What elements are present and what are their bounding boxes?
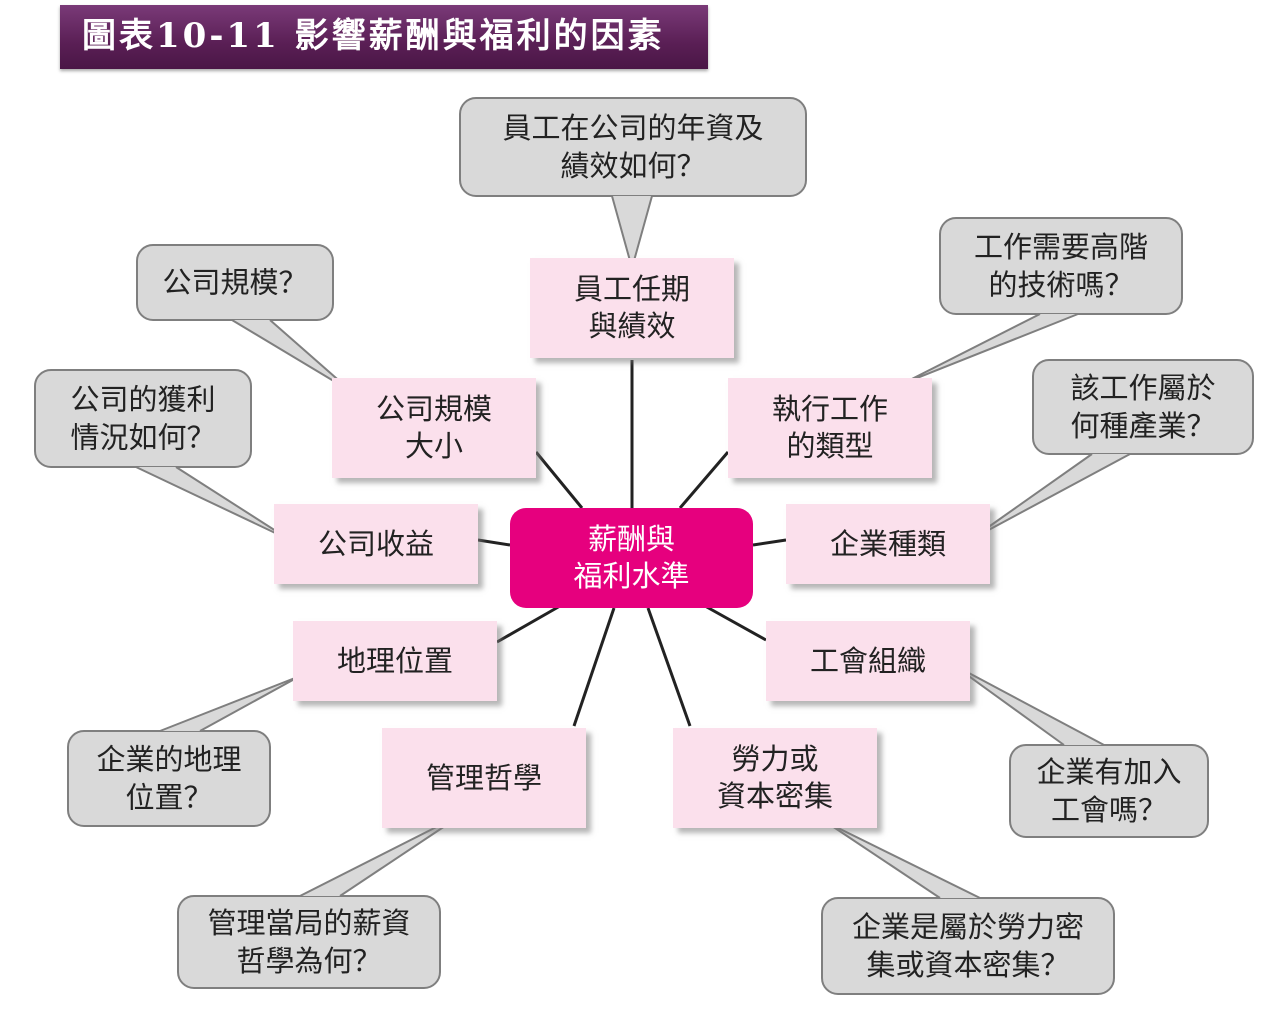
factor-box-tenure: 員工任期 與績效 xyxy=(530,258,734,358)
factor-label-labor-capital: 勞力或 資本密集 xyxy=(716,742,833,813)
bubble-question-industry-line-2: 何種產業？ xyxy=(1070,409,1215,443)
connector-job-type xyxy=(678,451,730,509)
question-bubble-size: 公司規模？ xyxy=(136,244,353,393)
bubble-pointer-labor-capital xyxy=(825,821,981,899)
bubble-question-tenure-line-1: 員工在公司的年資及 xyxy=(502,111,763,145)
bubble-box-union xyxy=(1009,744,1209,838)
factor-label-size: 公司規模 大小 xyxy=(375,392,492,463)
factor-box-location: 地理位置 xyxy=(293,621,497,701)
factor-label-job-type: 執行工作 的類型 xyxy=(771,392,888,463)
page-title: 圖表10-11 影響薪酬與福利的因素 xyxy=(82,16,665,56)
bubble-question-philosophy-line-1: 管理當局的薪資 xyxy=(207,906,410,940)
bubble-question-profit-line-2: 情況如何？ xyxy=(70,421,215,455)
bubble-question-location-line-2: 位置？ xyxy=(125,781,212,815)
bubble-question-size-line-1: 公司規模？ xyxy=(162,266,307,300)
bubble-question-union-line-1: 企業有加入 xyxy=(1036,755,1181,789)
bubble-pointer-fill-tenure xyxy=(612,196,652,268)
bubble-pointer-union xyxy=(951,663,1105,746)
bubble-question-labor-capital-line-2: 集或資本密集？ xyxy=(866,948,1069,982)
factor-label-philosophy: 管理哲學 xyxy=(425,760,542,795)
connector-labor-capital xyxy=(646,607,692,727)
connector-philosophy xyxy=(572,607,616,727)
connector-location xyxy=(496,604,561,644)
bubble-question-industry-line-1: 該工作屬於 xyxy=(1070,371,1215,405)
connector-union xyxy=(704,604,767,642)
factor-label-tenure: 員工任期 與績效 xyxy=(573,272,690,343)
factor-label-industry: 企業種類 xyxy=(829,526,946,561)
connector-lines xyxy=(477,360,787,727)
bubble-pointer-profit xyxy=(135,466,291,541)
factor-box-union: 工會組織 xyxy=(766,621,970,701)
bubble-question-tenure-line-2: 績效如何？ xyxy=(560,149,705,183)
factor-box-size: 公司規模 大小 xyxy=(332,378,536,478)
bubble-box-industry xyxy=(1032,359,1254,455)
factor-box-profit: 公司收益 xyxy=(274,504,478,584)
bubble-question-job-type-line-1: 工作需要高階 xyxy=(974,230,1148,264)
factor-box-industry: 企業種類 xyxy=(786,504,990,584)
bubble-question-union-line-2: 工會嗎？ xyxy=(1051,793,1167,827)
connector-industry xyxy=(752,538,787,547)
factor-label-profit: 公司收益 xyxy=(317,526,434,561)
center-node: 薪酬與 福利水準 xyxy=(510,508,753,608)
bubble-question-labor-capital-line-1: 企業是屬於勞力密 xyxy=(852,910,1084,944)
connector-profit xyxy=(477,538,511,547)
factor-box-labor-capital: 勞力或 資本密集 xyxy=(673,728,877,828)
center-label: 薪酬與 福利水準 xyxy=(573,522,690,593)
factor-label-location: 地理位置 xyxy=(336,643,453,678)
bubble-question-location-line-1: 企業的地理 xyxy=(96,743,241,777)
factor-box-job-type: 執行工作 的類型 xyxy=(728,378,932,478)
connector-size xyxy=(534,451,584,509)
factor-box-philosophy: 管理哲學 xyxy=(382,728,586,828)
bubble-pointer-industry xyxy=(969,453,1131,541)
bubble-question-job-type-line-2: 的技術嗎？ xyxy=(988,268,1133,302)
bubble-pointer-location xyxy=(159,675,301,732)
title-banner: 圖表10-11 影響薪酬與福利的因素 xyxy=(60,5,708,69)
factor-label-union: 工會組織 xyxy=(809,643,926,678)
bubble-question-profit-line-1: 公司的獲利 xyxy=(70,383,215,417)
bubble-question-philosophy-line-2: 哲學為何？ xyxy=(236,944,381,978)
